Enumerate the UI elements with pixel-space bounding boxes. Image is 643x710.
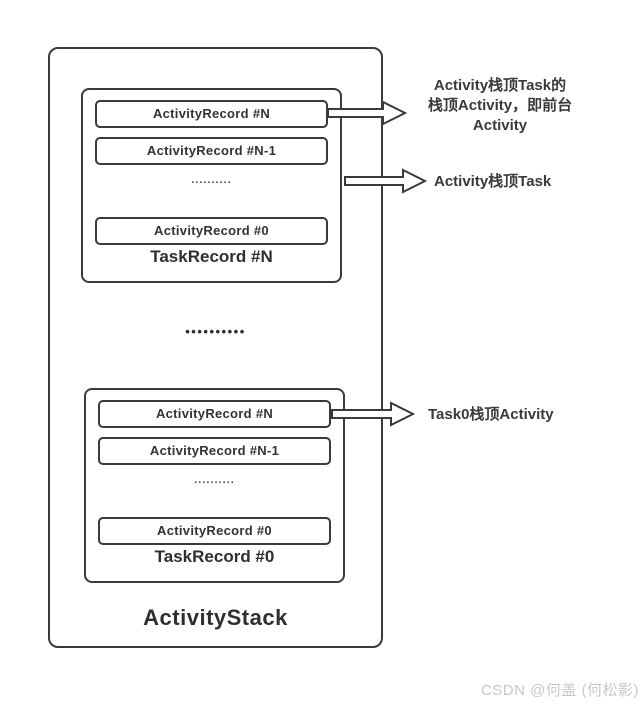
- activity-record-box: ActivityRecord #0: [98, 517, 331, 545]
- annotation-foreground-activity: Activity栈顶Task的 栈顶Activity，即前台 Activity: [427, 77, 573, 134]
- tasks-ellipsis: ••••••••••: [185, 324, 246, 339]
- records-ellipsis: ..........: [191, 174, 232, 186]
- activity-record-box: ActivityRecord #N: [98, 400, 331, 428]
- records-ellipsis: ..........: [194, 474, 235, 486]
- task-record-n-box: ActivityRecord #N ActivityRecord #N-1 ..…: [81, 88, 342, 283]
- annotation-task0-top-activity: Task0栈顶Activity: [428, 406, 554, 423]
- activity-stack-label: ActivityStack: [143, 605, 288, 630]
- activity-record-box: ActivityRecord #N: [95, 100, 328, 128]
- activity-stack-box: ActivityRecord #N ActivityRecord #N-1 ..…: [48, 47, 383, 648]
- activity-record-box: ActivityRecord #0: [95, 217, 328, 245]
- task-record-label: TaskRecord #N: [150, 247, 273, 266]
- annotation-top-task: Activity栈顶Task: [434, 173, 552, 190]
- task-record-0-box: ActivityRecord #N ActivityRecord #N-1 ..…: [84, 388, 345, 583]
- activity-record-box: ActivityRecord #N-1: [98, 437, 331, 465]
- csdn-watermark: CSDN @何盖 (何松影): [480, 682, 639, 699]
- task-record-label: TaskRecord #0: [154, 547, 275, 566]
- activity-record-box: ActivityRecord #N-1: [95, 137, 328, 165]
